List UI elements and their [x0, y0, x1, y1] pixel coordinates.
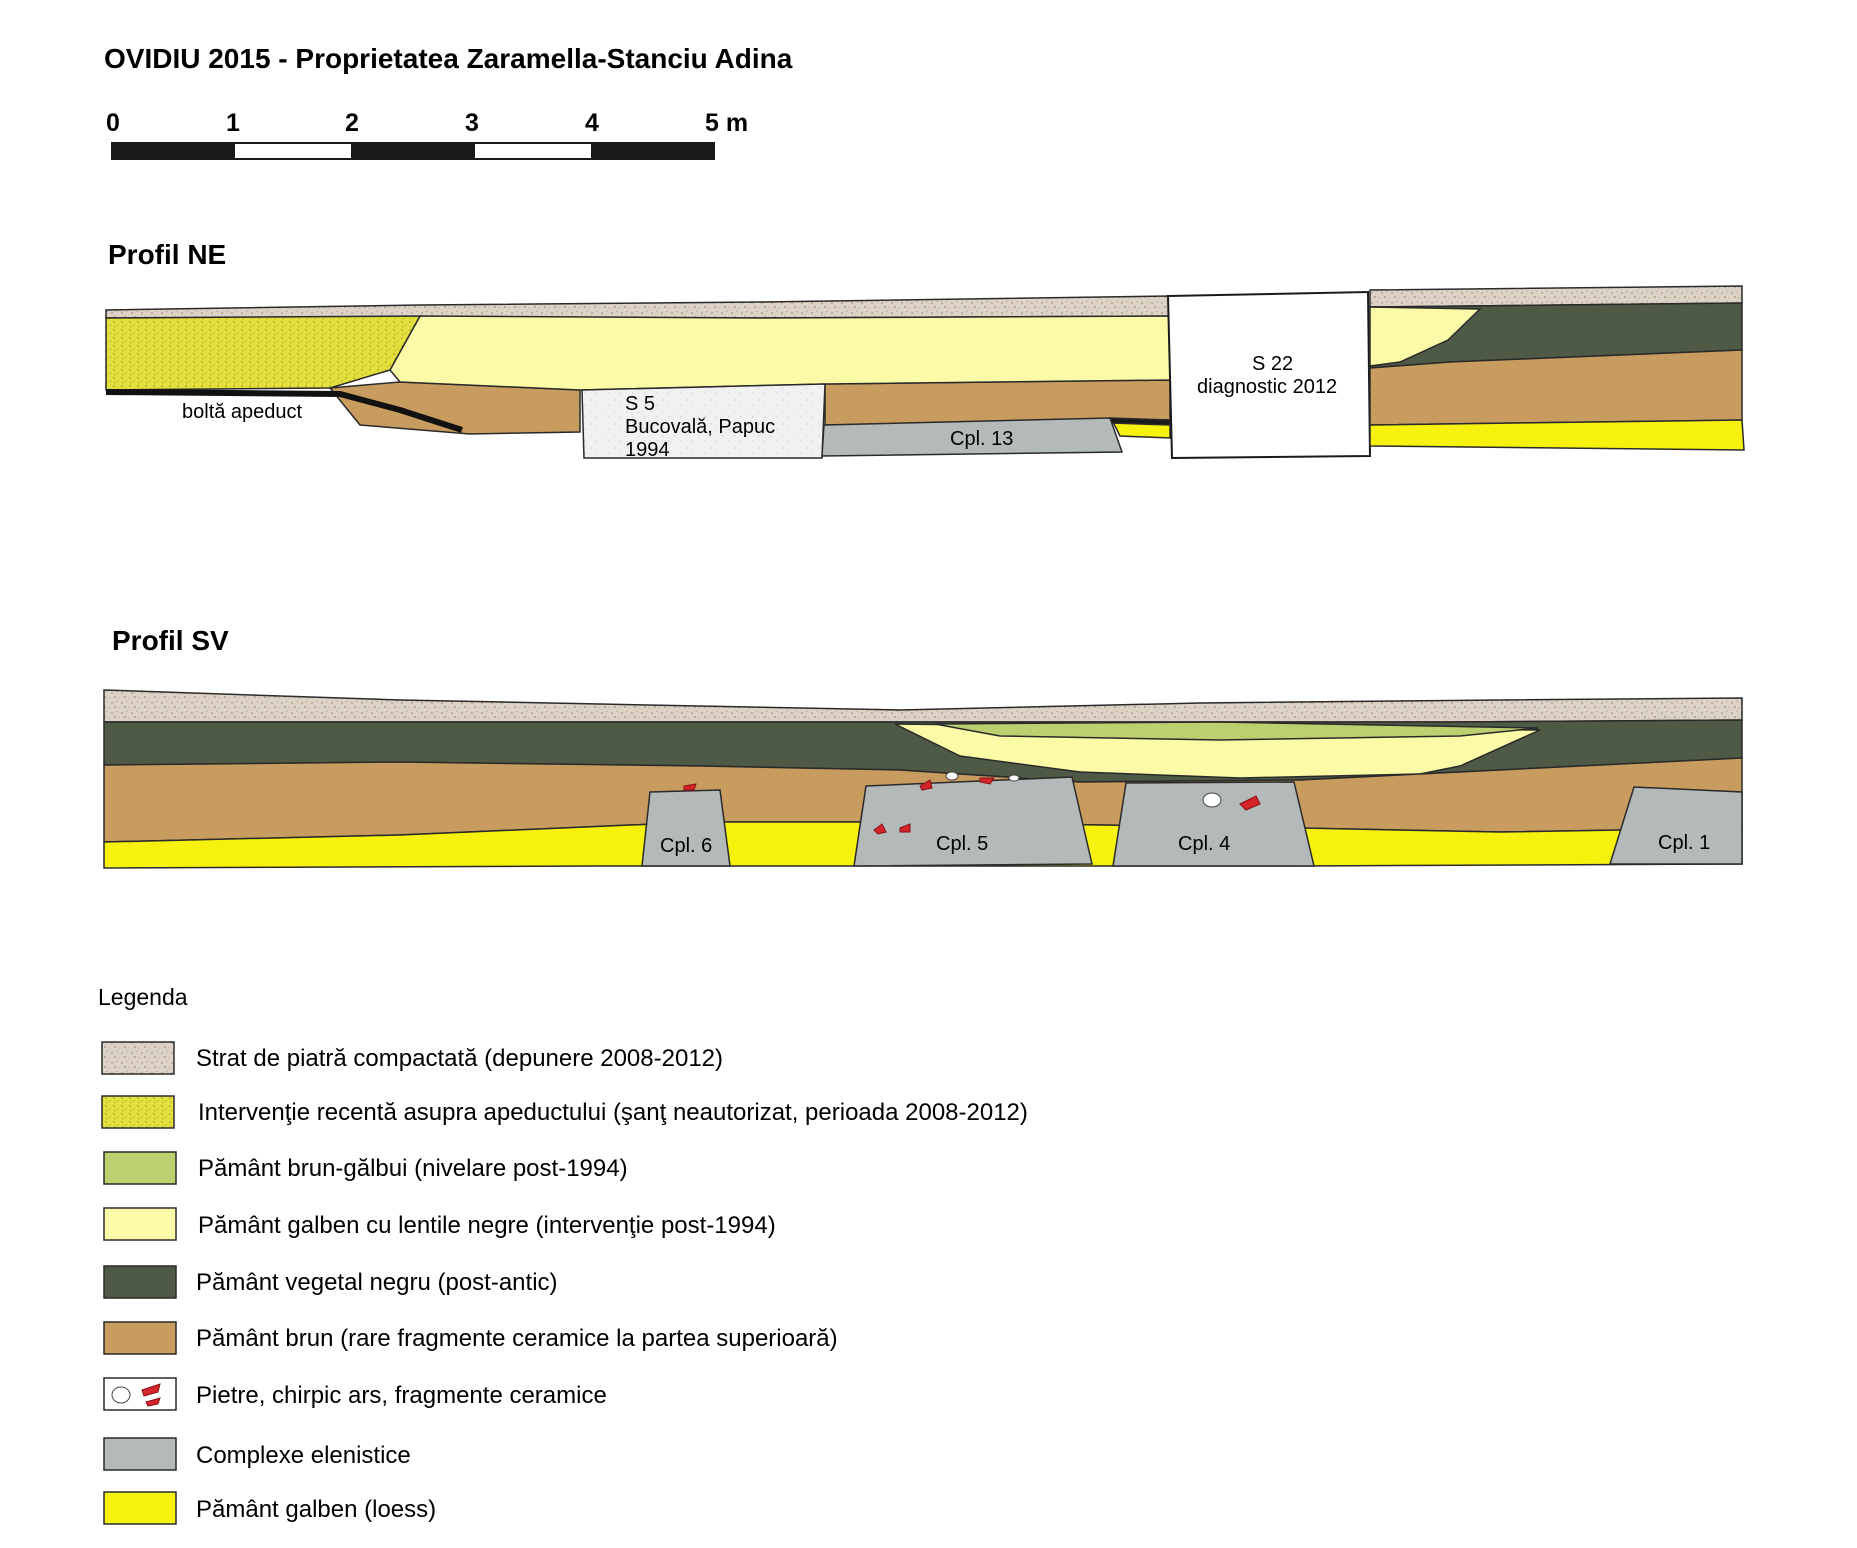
- sv-ceramic-fragment: [899, 823, 911, 833]
- legend-swatch: [101, 1041, 175, 1075]
- sv-stone: [1008, 774, 1020, 782]
- legend-swatch: [101, 1095, 175, 1129]
- scale-tick-label: 2: [345, 109, 359, 137]
- legend-swatch: [103, 1265, 177, 1299]
- legend-swatch: [103, 1437, 177, 1471]
- sv-stone: [1202, 792, 1222, 808]
- ne-label-s5: S 5: [625, 393, 655, 415]
- sv-cpl1-complex: [1608, 786, 1743, 865]
- ne-black-lens: [1108, 417, 1171, 426]
- sv-ceramic-fragment: [979, 777, 995, 785]
- figure-title: OVIDIU 2015 - Proprietatea Zaramella-Sta…: [104, 43, 793, 74]
- ne-light-yellow-layer: [1369, 306, 1482, 367]
- ne-label-s5: Bucovală, Papuc: [625, 416, 775, 438]
- ne-s22-trench: [1166, 290, 1372, 460]
- legend-label: Strat de piatră compactată (depunere 200…: [196, 1045, 723, 1072]
- ne-aqueduct-vault: [105, 389, 463, 433]
- scale-segment: [591, 142, 715, 160]
- legend-swatch: [103, 1151, 177, 1185]
- ne-label-s22: diagnostic 2012: [1197, 376, 1337, 398]
- scale-segment: [111, 142, 235, 160]
- scale-bar: 0 1 2 3 4 5 m: [106, 109, 748, 160]
- scale-tick-label: 5 m: [705, 109, 748, 137]
- legend-label: Intervenţie recentă asupra apeductului (…: [198, 1099, 1028, 1126]
- sv-ceramic-fragment: [1239, 795, 1261, 811]
- legend-label: Complexe elenistice: [196, 1442, 411, 1469]
- sv-ceramic-fragment: [873, 823, 887, 835]
- sv-ceramic-fragment: [919, 779, 933, 791]
- legend-label: Pietre, chirpic ars, fragmente ceramice: [196, 1382, 607, 1409]
- legend-label: Pământ brun-gălbui (nivelare post-1994): [198, 1155, 628, 1182]
- scale-tick-label: 1: [226, 109, 240, 137]
- legend-label: Pământ galben (loess): [196, 1496, 436, 1523]
- sv-stone: [945, 771, 959, 781]
- sv-brown-green-lens: [934, 721, 1539, 741]
- profile-sv: [103, 689, 1743, 869]
- ne-s5-trench: [581, 383, 826, 459]
- legend-title: Legenda: [98, 984, 188, 1010]
- ne-light-yellow-layer: [389, 315, 1171, 391]
- legend-fragment-icon: [141, 1383, 161, 1397]
- sv-label-cpl5: Cpl. 5: [936, 833, 988, 855]
- sv-label-cpl1: Cpl. 1: [1658, 832, 1710, 854]
- sv-cpl5-complex: [853, 776, 1093, 867]
- scale-tick-label: 0: [106, 109, 120, 137]
- legend-stone-icon: [111, 1386, 131, 1404]
- ne-gravel-layer: [105, 295, 1171, 319]
- scale-tick-label: 4: [585, 109, 599, 137]
- sv-ceramic-fragment: [683, 783, 697, 791]
- scale-segment: [473, 142, 593, 160]
- legend-label: Pământ vegetal negru (post-antic): [196, 1269, 558, 1296]
- profile-ne-heading: Profil NE: [108, 239, 226, 270]
- ne-trench-fill: [105, 315, 422, 391]
- ne-label-cpl13: Cpl. 13: [950, 428, 1013, 450]
- ne-cpl13-complex: [821, 417, 1124, 457]
- legend-swatch: [103, 1321, 177, 1355]
- sv-cpl4-complex: [1112, 781, 1315, 867]
- ne-brown-layer: [1369, 349, 1743, 426]
- ne-label-s5: 1994: [625, 439, 670, 461]
- legend-fragment-icon: [145, 1397, 161, 1407]
- sv-cpl6-complex: [641, 789, 731, 867]
- sv-gravel-layer: [103, 689, 1743, 723]
- ne-label-bolta: boltă apeduct: [182, 401, 303, 423]
- scale-segment: [351, 142, 475, 160]
- legend-swatch: [103, 1491, 177, 1525]
- scale-segment: [233, 142, 353, 160]
- scale-tick-label: 3: [465, 109, 479, 137]
- profile-sv-heading: Profil SV: [112, 625, 229, 656]
- ne-label-s22: S 22: [1252, 353, 1293, 375]
- sv-label-cpl4: Cpl. 4: [1178, 833, 1230, 855]
- legend-items: [101, 1041, 177, 1525]
- profile-ne: [105, 285, 1745, 460]
- sv-label-cpl6: Cpl. 6: [660, 835, 712, 857]
- ne-loess-layer: [1369, 419, 1745, 451]
- legend-label: Pământ galben cu lentile negre (interven…: [198, 1212, 776, 1239]
- legend-swatch: [103, 1207, 177, 1241]
- legend-label: Pământ brun (rare fragmente ceramice la …: [196, 1325, 838, 1352]
